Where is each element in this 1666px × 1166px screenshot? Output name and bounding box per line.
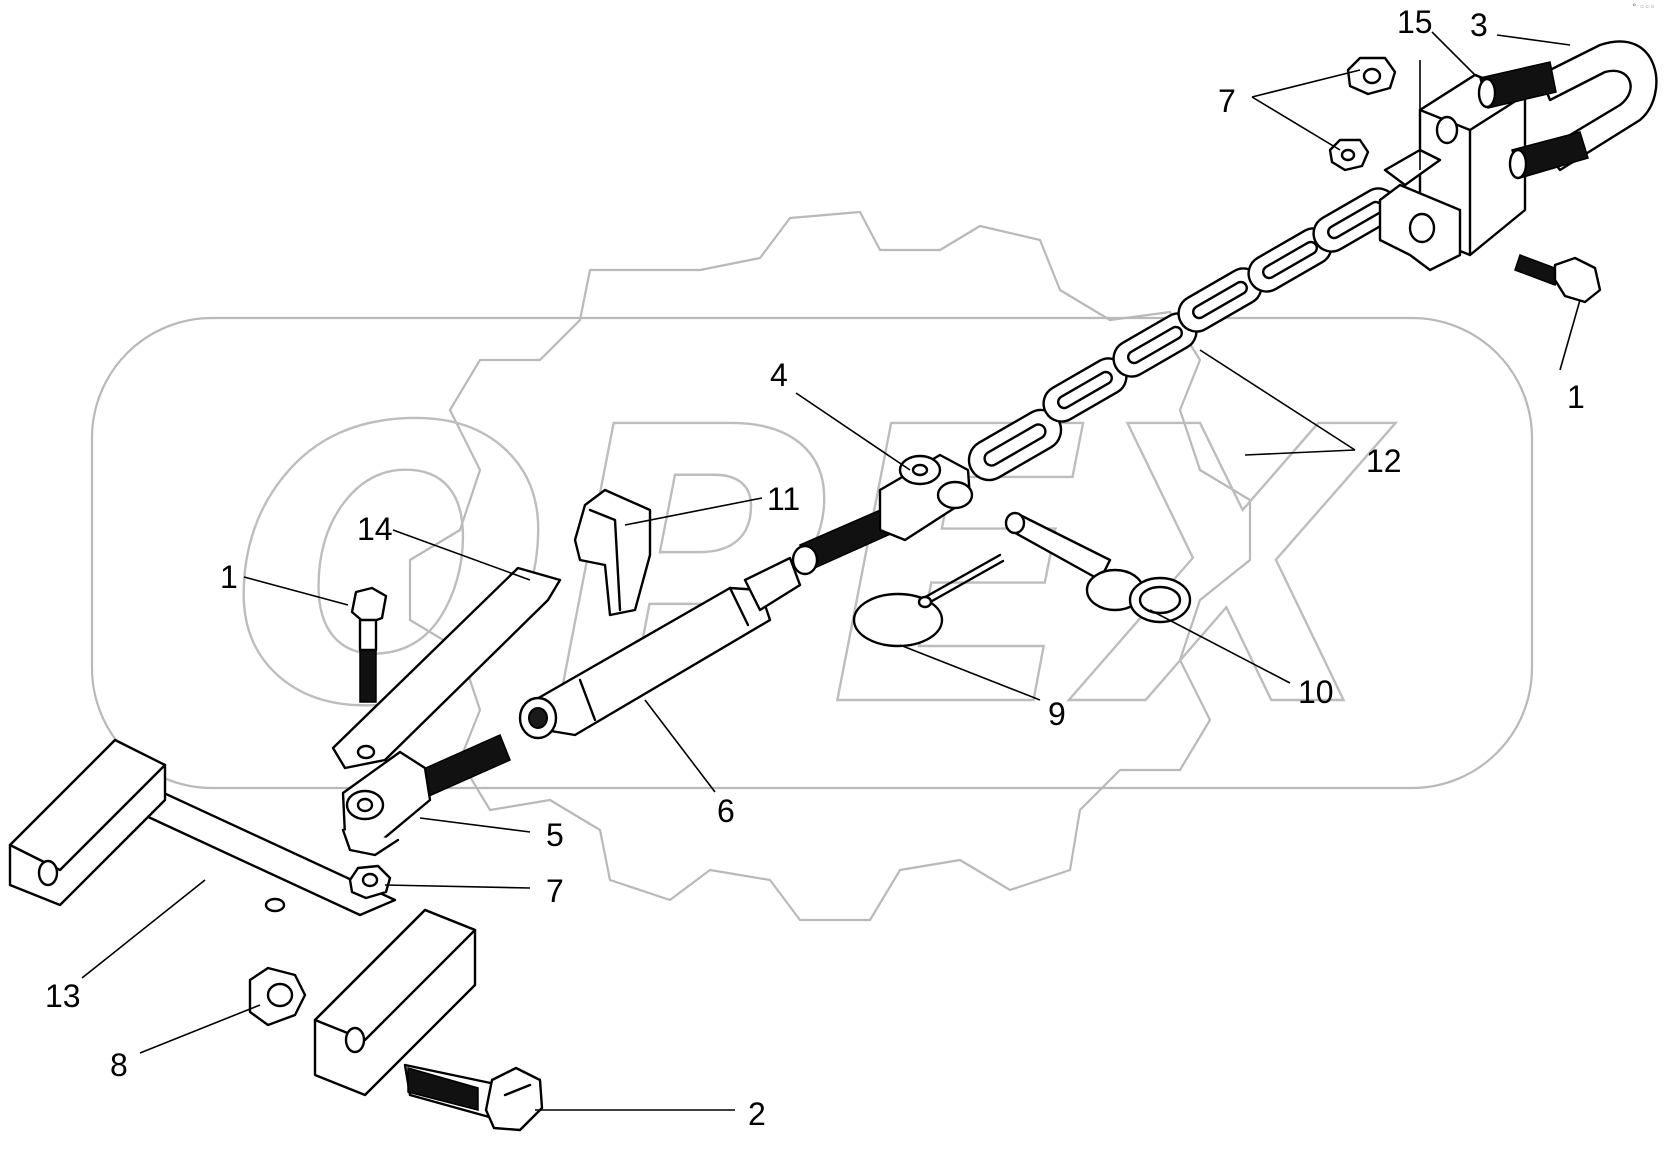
part-7-nut-lower <box>348 864 392 900</box>
part-12-chain <box>967 187 1398 482</box>
part-2-bolt <box>403 1063 544 1132</box>
part-6-turnbuckle <box>518 556 802 740</box>
part-1-bolt-lower <box>350 586 388 703</box>
leader-11 <box>624 497 763 526</box>
callout-1-upper: 1 <box>1567 379 1585 415</box>
callout-9: 9 <box>1048 696 1066 732</box>
leader-6 <box>644 699 716 793</box>
callout-12: 12 <box>1366 443 1402 479</box>
part-9-lynch-pin <box>852 553 1005 648</box>
leader-8 <box>139 1004 261 1054</box>
callout-10: 10 <box>1298 674 1334 710</box>
leader-3 <box>1496 34 1571 46</box>
leader-12b <box>1199 349 1356 451</box>
part-4-clevis <box>791 453 974 576</box>
callout-8: 8 <box>110 1047 128 1083</box>
callout-11: 11 <box>767 481 800 517</box>
leader-10 <box>1149 609 1291 684</box>
part-7-nuts-upper <box>1328 56 1397 172</box>
part-1-bolt-upper <box>1514 254 1602 304</box>
leader-7b <box>1251 96 1341 151</box>
callout-15: 15 <box>1397 4 1433 40</box>
callout-7-lower: 7 <box>546 873 564 909</box>
callout-2: 2 <box>748 1096 766 1132</box>
leader-15 <box>1431 31 1476 76</box>
leader-lines <box>81 31 1581 1111</box>
callout-5: 5 <box>546 817 564 853</box>
part-5-clevis <box>341 733 511 857</box>
leader-1-upper <box>1559 299 1581 371</box>
callout-13: 13 <box>45 978 81 1014</box>
leader-9 <box>899 644 1041 701</box>
watermark-gear <box>408 210 1252 922</box>
leader-14 <box>392 529 531 581</box>
leader-7a <box>1251 69 1361 98</box>
part-14-lever <box>331 566 562 770</box>
leader-13 <box>81 879 206 979</box>
leader-12a <box>1244 449 1356 456</box>
leader-1-lower <box>243 576 349 606</box>
part-10-pin <box>1004 511 1192 624</box>
callout-3: 3 <box>1470 7 1488 43</box>
callout-1-lower: 1 <box>220 559 238 595</box>
callout-labels: 15 3 7 1 12 4 11 14 1 10 9 6 5 7 13 8 2 <box>45 4 1585 1132</box>
callout-14: 14 <box>357 511 393 547</box>
callout-7-upper: 7 <box>1218 83 1236 119</box>
part-3-u-bolt <box>1477 40 1658 180</box>
part-13-bracket <box>8 738 477 1097</box>
leader-7-lower <box>384 884 531 889</box>
corner-mark: ° ◦◦◦ <box>1632 3 1655 13</box>
leader-4 <box>795 392 911 471</box>
callout-4: 4 <box>770 357 788 393</box>
leader-5 <box>419 817 531 833</box>
callout-6: 6 <box>717 793 735 829</box>
part-11-spring-clip <box>573 488 652 617</box>
watermark-frame <box>90 316 1534 790</box>
part-8-nut <box>248 966 307 1027</box>
